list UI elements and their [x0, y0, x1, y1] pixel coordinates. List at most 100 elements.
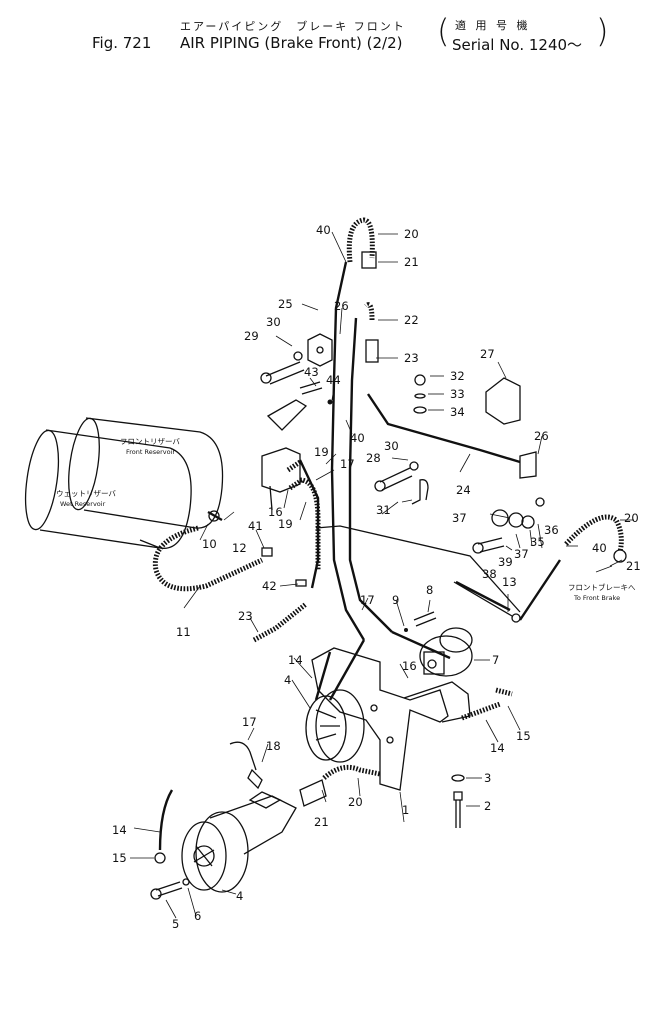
- hose-20-right: [564, 514, 624, 553]
- clip-31: [411, 479, 429, 505]
- hose-17-lower: [229, 741, 257, 771]
- callout-16-left: 16: [268, 505, 283, 519]
- pipe-13: [455, 580, 511, 612]
- callout-41: 41: [248, 519, 263, 533]
- callout-27: 27: [480, 347, 495, 361]
- callout-25: 25: [278, 297, 293, 311]
- brake-chamber-lower: [181, 791, 297, 893]
- callout-21-lower: 21: [314, 815, 329, 829]
- nut-32-washers: [413, 374, 427, 414]
- callout-36: 36: [544, 523, 559, 537]
- bolt-5: [150, 881, 183, 900]
- bracket-27: [485, 377, 537, 479]
- to-front-brake-label: To Front Brake: [573, 594, 620, 602]
- leader-lines: [130, 231, 634, 919]
- callout-9: 9: [392, 593, 399, 607]
- hose-14-lower: [158, 789, 174, 851]
- callout-26-right: 26: [534, 429, 549, 443]
- callout-19-upper: 19: [314, 445, 329, 459]
- callout-7: 7: [492, 653, 499, 667]
- callout-23-upper: 23: [404, 351, 419, 365]
- callout-6: 6: [194, 909, 201, 923]
- callout-20-lower: 20: [348, 795, 363, 809]
- callout-1: 1: [402, 803, 409, 817]
- callout-21-right: 21: [626, 559, 641, 573]
- callout-39: 39: [498, 555, 513, 569]
- callout-16-right: 16: [402, 659, 417, 673]
- front-reservoir-tank: [68, 417, 224, 529]
- callout-31: 31: [376, 503, 391, 517]
- pipe-24: [367, 393, 521, 464]
- figure-number: Fig. 721: [92, 34, 152, 52]
- callout-17-lower: 17: [242, 715, 257, 729]
- bolt-8: [413, 611, 437, 627]
- callout-2: 2: [484, 799, 491, 813]
- callout-15-lower: 15: [112, 851, 127, 865]
- callout-4-upper: 4: [284, 673, 291, 687]
- callout-22: 22: [404, 313, 419, 327]
- callout-19-lower: 19: [278, 517, 293, 531]
- callout-44: 44: [326, 373, 341, 387]
- callout-20-upper: 20: [404, 227, 419, 241]
- callout-12: 12: [232, 541, 247, 555]
- hose-20-upper: [346, 217, 375, 263]
- fitting-18: [247, 768, 263, 790]
- callout-29: 29: [244, 329, 259, 343]
- wet-reservoir-tank: [24, 429, 192, 549]
- callout-43: 43: [304, 365, 319, 379]
- callout-40-upper: 40: [316, 223, 331, 237]
- bolt-43: [299, 381, 323, 395]
- callout-33: 33: [450, 387, 465, 401]
- callout-28: 28: [366, 451, 381, 465]
- main-pipe-b: [348, 317, 393, 633]
- pipe-top-loop: [315, 525, 521, 613]
- bracket-left: [307, 333, 333, 367]
- check-valve-37: [491, 497, 545, 529]
- figure-title: AIR PIPING (Brake Front) (2/2): [180, 34, 403, 52]
- callout-40-mid: 40: [350, 431, 365, 445]
- callout-37-right: 37: [514, 547, 529, 561]
- title-japanese: エアーパイピング ブレーキ フロント: [180, 20, 406, 33]
- callout-5: 5: [172, 917, 179, 931]
- callout-3: 3: [484, 771, 491, 785]
- callout-37-left: 37: [452, 511, 467, 525]
- callout-38: 38: [482, 567, 497, 581]
- callout-24: 24: [456, 483, 471, 497]
- callout-34: 34: [450, 405, 465, 419]
- callout-30-upper: 30: [266, 315, 281, 329]
- bolt-28: [374, 461, 419, 492]
- hose-20-lower: [322, 764, 381, 780]
- callout-numbers: 1 2 3 4 4 5 6 7 8 9 10 11 12 13 14 14 14…: [112, 223, 641, 931]
- callout-23-lower: 23: [238, 609, 253, 623]
- hose-14-right: [461, 701, 501, 721]
- serial-paren-close: ): [596, 12, 609, 50]
- front-reservoir-label-jp: フロントリザーバ: [120, 437, 180, 446]
- wet-reservoir-label: Wet Reservoir: [60, 500, 106, 508]
- callout-10: 10: [202, 537, 217, 551]
- valve-bracket: [261, 399, 308, 511]
- main-pipe-a: [330, 261, 366, 641]
- bolt-2: [453, 791, 463, 828]
- callout-40-right: 40: [592, 541, 607, 555]
- serial-label-japanese: 適 用 号 機: [455, 19, 531, 32]
- to-front-brake-label-jp: フロントブレーキへ: [568, 582, 636, 592]
- callout-4-lower: 4: [236, 889, 243, 903]
- callout-20-right: 20: [624, 511, 639, 525]
- serial-paren-open: (: [437, 12, 450, 50]
- front-reservoir-label: Front Reservoir: [126, 448, 175, 456]
- callout-13: 13: [502, 575, 517, 589]
- callout-14-right: 14: [490, 741, 505, 755]
- pipe-to-reservoir: [298, 459, 320, 589]
- relay-valve-7: [419, 627, 473, 677]
- callout-42: 42: [262, 579, 277, 593]
- callout-26-upper: 26: [334, 299, 349, 313]
- bolt-38: [472, 537, 505, 554]
- serial-range: Serial No. 1240～: [452, 36, 583, 54]
- brake-chamber-upper: [305, 689, 365, 763]
- wet-reservoir-label-jp: ウェットリザーバ: [56, 489, 116, 498]
- callout-21-upper: 21: [404, 255, 419, 269]
- hose-16: [299, 477, 321, 570]
- callout-35: 35: [530, 535, 545, 549]
